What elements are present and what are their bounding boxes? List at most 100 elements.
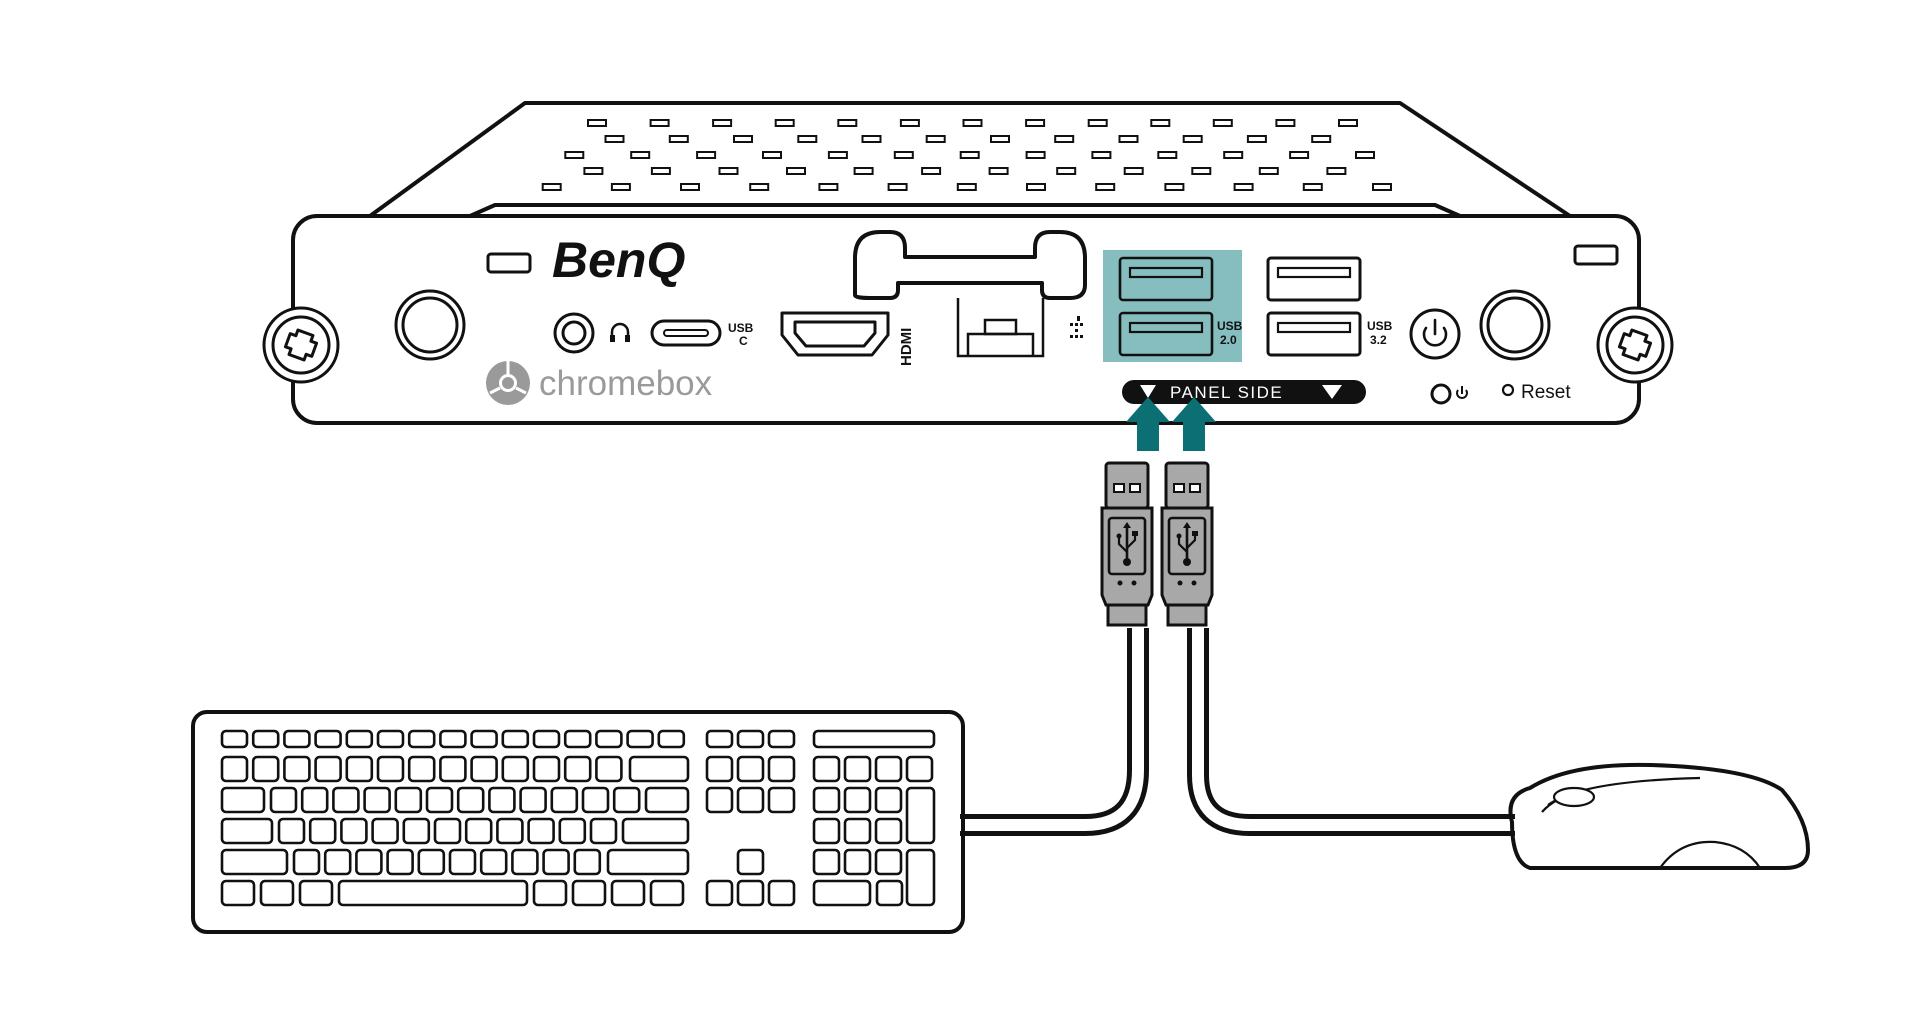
vent-slot xyxy=(786,167,806,175)
vent-slot xyxy=(630,151,651,159)
knob-right xyxy=(1479,289,1551,361)
keyboard-key xyxy=(292,848,321,876)
usb-plug xyxy=(1100,461,1154,627)
keyboard-key xyxy=(479,848,508,876)
keyboard-key xyxy=(875,879,904,907)
vent-slot xyxy=(604,135,625,143)
panel-side-bar: PANEL SIDE xyxy=(1122,380,1366,404)
vent-slot xyxy=(1289,151,1310,159)
vent-slot xyxy=(1338,119,1358,127)
keyboard-key xyxy=(439,755,467,783)
keyboard-key xyxy=(612,786,641,814)
usb20-port-top xyxy=(1118,256,1214,302)
keyboard-key xyxy=(314,729,342,749)
keyboard-key xyxy=(905,786,936,845)
keyboard-key xyxy=(314,755,342,783)
keyboard-key xyxy=(332,786,360,814)
keyboard-key xyxy=(843,786,872,814)
vent-slot xyxy=(1372,183,1392,191)
keyboard-key xyxy=(519,786,547,814)
keyboard-key xyxy=(736,848,765,876)
keyboard-key xyxy=(376,729,405,749)
os-logo-text: chromebox xyxy=(539,364,713,403)
vent-slot xyxy=(1087,119,1108,127)
vent-slot xyxy=(827,151,848,159)
keyboard-key xyxy=(812,817,841,845)
keyboard-key xyxy=(345,755,374,783)
vent-slot xyxy=(1150,119,1171,127)
keyboard-key xyxy=(563,755,592,783)
keyboard-key xyxy=(425,786,454,814)
keyboard-key xyxy=(394,786,423,814)
vent-slot xyxy=(818,183,839,191)
vent-slot xyxy=(1182,135,1203,143)
keyboard-key xyxy=(259,879,295,907)
keyboard-key xyxy=(767,755,796,783)
keyboard-key xyxy=(220,729,249,749)
reset-hole xyxy=(1501,383,1515,397)
keyboard-key xyxy=(345,729,374,749)
keyboard-key xyxy=(340,817,368,845)
vent-slot xyxy=(1056,167,1077,175)
usb32-port-bottom xyxy=(1266,311,1362,357)
keyboard-key xyxy=(402,817,431,845)
vent-slot xyxy=(610,183,631,191)
handle xyxy=(853,230,1087,300)
vent-slot xyxy=(696,151,717,159)
keyboard-key xyxy=(581,786,610,814)
keyboard-key xyxy=(488,786,516,814)
vent-slot xyxy=(990,135,1010,143)
keyboard-key xyxy=(736,786,765,814)
keyboard-key xyxy=(705,729,734,749)
keyboard-key xyxy=(283,755,311,783)
keyboard-key xyxy=(657,729,686,749)
vent-slot xyxy=(1246,135,1267,143)
keyboard-key xyxy=(456,786,485,814)
vent-slot xyxy=(925,135,946,143)
keyboard-key xyxy=(371,817,399,845)
device-front-panel: BenQ chromebox USB C xyxy=(291,214,1641,425)
keyboard-key xyxy=(905,755,934,783)
vent-slot xyxy=(762,151,782,159)
keyboard-key xyxy=(386,848,414,876)
vent-slot xyxy=(1355,151,1375,159)
keyboard-key xyxy=(767,786,796,814)
keyboard-key xyxy=(308,817,337,845)
keyboard-key xyxy=(705,879,734,907)
keyboard-key xyxy=(736,755,765,783)
vent-slot xyxy=(956,183,977,191)
keyboard-key xyxy=(417,848,446,876)
power-button xyxy=(1409,308,1461,360)
keyboard-key xyxy=(300,786,329,814)
keyboard-key xyxy=(532,879,568,907)
brand-logo: BenQ xyxy=(552,232,685,288)
vent-slot xyxy=(712,119,733,127)
keyboard-key xyxy=(812,848,841,876)
vent-slot xyxy=(1302,183,1323,191)
keyboard-key xyxy=(220,848,289,876)
headphone-jack xyxy=(553,312,595,354)
keyboard-key xyxy=(337,879,529,907)
keyboard-key xyxy=(767,879,796,907)
vent-slot xyxy=(718,167,739,175)
vent-slot xyxy=(650,167,671,175)
keyboard-key xyxy=(532,755,561,783)
vent-slot xyxy=(1233,183,1254,191)
keyboard-key xyxy=(532,729,561,749)
keyboard-key xyxy=(644,786,690,814)
keyboard-key xyxy=(843,755,872,783)
vent-slot xyxy=(1164,183,1185,191)
keyboard-key xyxy=(496,817,524,845)
keyboard-cable xyxy=(960,628,1149,836)
keyboard-key xyxy=(812,729,936,749)
vent-slot xyxy=(921,167,942,175)
keyboard-keys xyxy=(220,729,936,907)
mouse xyxy=(1508,762,1810,870)
keyboard-key xyxy=(464,817,493,845)
keyboard-key xyxy=(649,879,685,907)
keyboard-key xyxy=(355,848,383,876)
usb-icon xyxy=(1176,522,1198,566)
keyboard-key xyxy=(501,755,530,783)
keyboard-key xyxy=(874,848,903,876)
vent-slot xyxy=(1223,151,1244,159)
